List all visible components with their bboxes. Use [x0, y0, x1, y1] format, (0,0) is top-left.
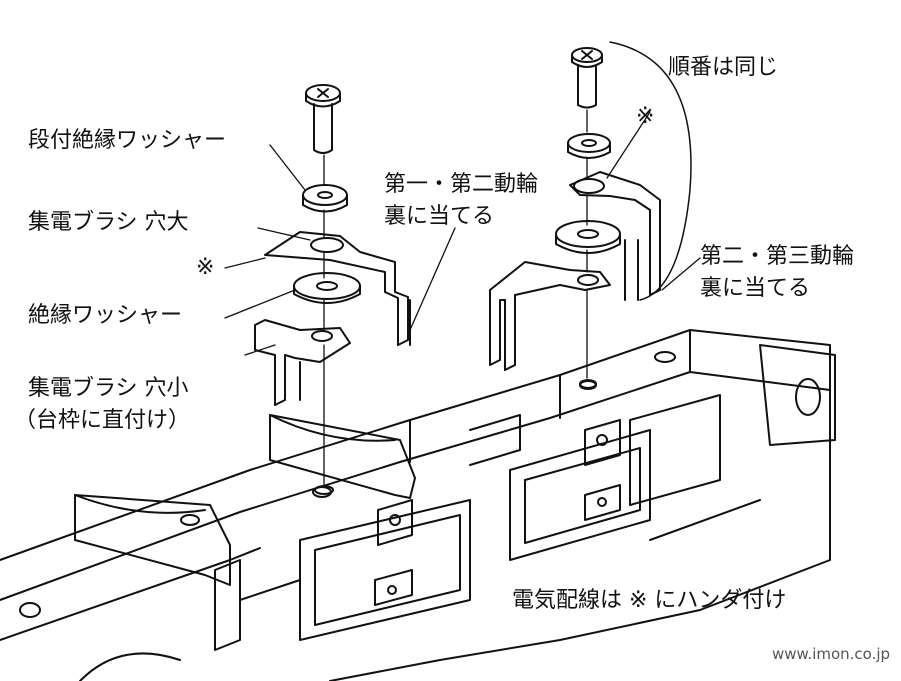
- stepped-washer-label: 段付絶縁ワッシャー: [28, 128, 227, 153]
- left-brush-large-hole: [264, 231, 411, 346]
- brush-small-hole-label: 集電ブラシ 穴小: [28, 376, 189, 401]
- brush-large-hole-label: 集電ブラシ 穴大: [28, 210, 189, 235]
- right-screw: [571, 47, 603, 109]
- leader-lines: [224, 111, 701, 356]
- direct-mount-note-label: （台枠に直付け）: [14, 408, 191, 433]
- right-brush-large-hole: [569, 171, 661, 301]
- right-mount-hole: [579, 379, 597, 389]
- website-label: www.imon.co.jp: [772, 645, 891, 663]
- right-brush-small-hole: [489, 261, 611, 371]
- left-insulating-washer: [293, 272, 361, 304]
- wheels-2-3-label-line1: 第二・第三動輪: [700, 244, 855, 269]
- wheels-2-3-label-line2: 裏に当てる: [700, 276, 811, 301]
- chassis-frame: [0, 329, 836, 681]
- mark-left-label: ※: [196, 255, 215, 280]
- wheels-1-2-label-line2: 裏に当てる: [384, 204, 495, 229]
- right-insulating-washer: [555, 220, 621, 254]
- wiring-note-label: 電気配線は ※ にハンダ付け: [512, 588, 787, 613]
- left-screw: [305, 84, 341, 154]
- wheels-1-2-label-line1: 第一・第二動輪: [384, 172, 539, 197]
- mark-right-label: ※: [636, 104, 655, 129]
- right-stepped-washer: [567, 133, 611, 159]
- same-order-label: 順番は同じ: [668, 55, 779, 80]
- insulating-washer-label: 絶縁ワッシャー: [28, 303, 183, 328]
- left-brush-small-hole: [254, 319, 351, 406]
- left-mount-hole: [314, 485, 334, 495]
- left-stepped-washer: [302, 184, 348, 213]
- same-order-bracket: [609, 41, 692, 301]
